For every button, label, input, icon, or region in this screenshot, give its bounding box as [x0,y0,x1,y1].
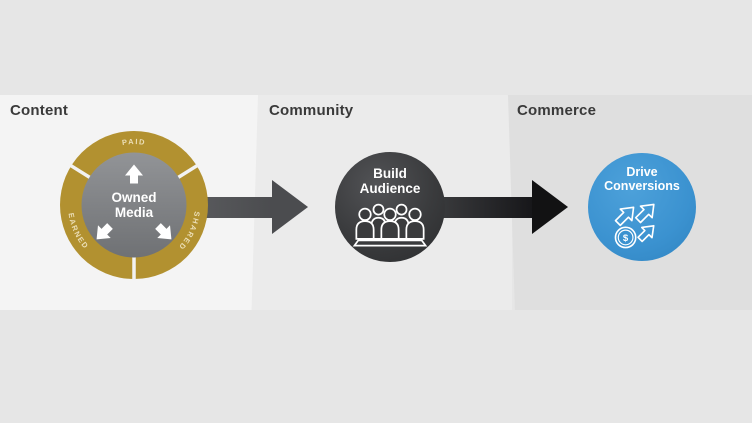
owned-media-title-line2: Media [115,205,154,220]
build-audience-title-line1: Build [373,165,407,181]
drive-conversions-node: Drive Conversions $ [588,153,696,261]
flow-arrow-community-to-commerce [432,197,532,218]
audience-group-icon [352,203,428,246]
growth-arrows-icon: $ [614,203,655,248]
dollar-symbol: $ [623,233,629,244]
flow-arrowhead-right-icon [272,180,308,234]
owned-media-title-line1: Owned [111,190,156,205]
down-right-arrow-icon [155,223,172,240]
flow-arrow-content-to-community [190,197,272,218]
owned-media-node: PAID SHARED EARNED Owned Media [60,131,208,280]
content-section-label: Content [10,102,69,119]
flow-arrowhead-right-icon [532,180,568,234]
up-arrow-icon [125,164,143,184]
dollar-coin-icon: $ [614,226,637,248]
drive-conversions-title-line1: Drive [626,164,658,179]
commerce-section-label: Commerce [517,102,597,119]
community-section-label: Community [269,102,354,119]
down-left-arrow-icon [96,223,113,240]
drive-conversions-title: Drive Conversions [604,165,680,193]
ring-label-paid: PAID [121,137,145,147]
drive-conversions-title-line2: Conversions [604,178,680,193]
build-audience-node: Build Audience [335,152,445,262]
build-audience-title-line2: Audience [359,180,421,196]
svg-text:PAID: PAID [121,137,146,147]
build-audience-title: Build Audience [360,166,421,196]
